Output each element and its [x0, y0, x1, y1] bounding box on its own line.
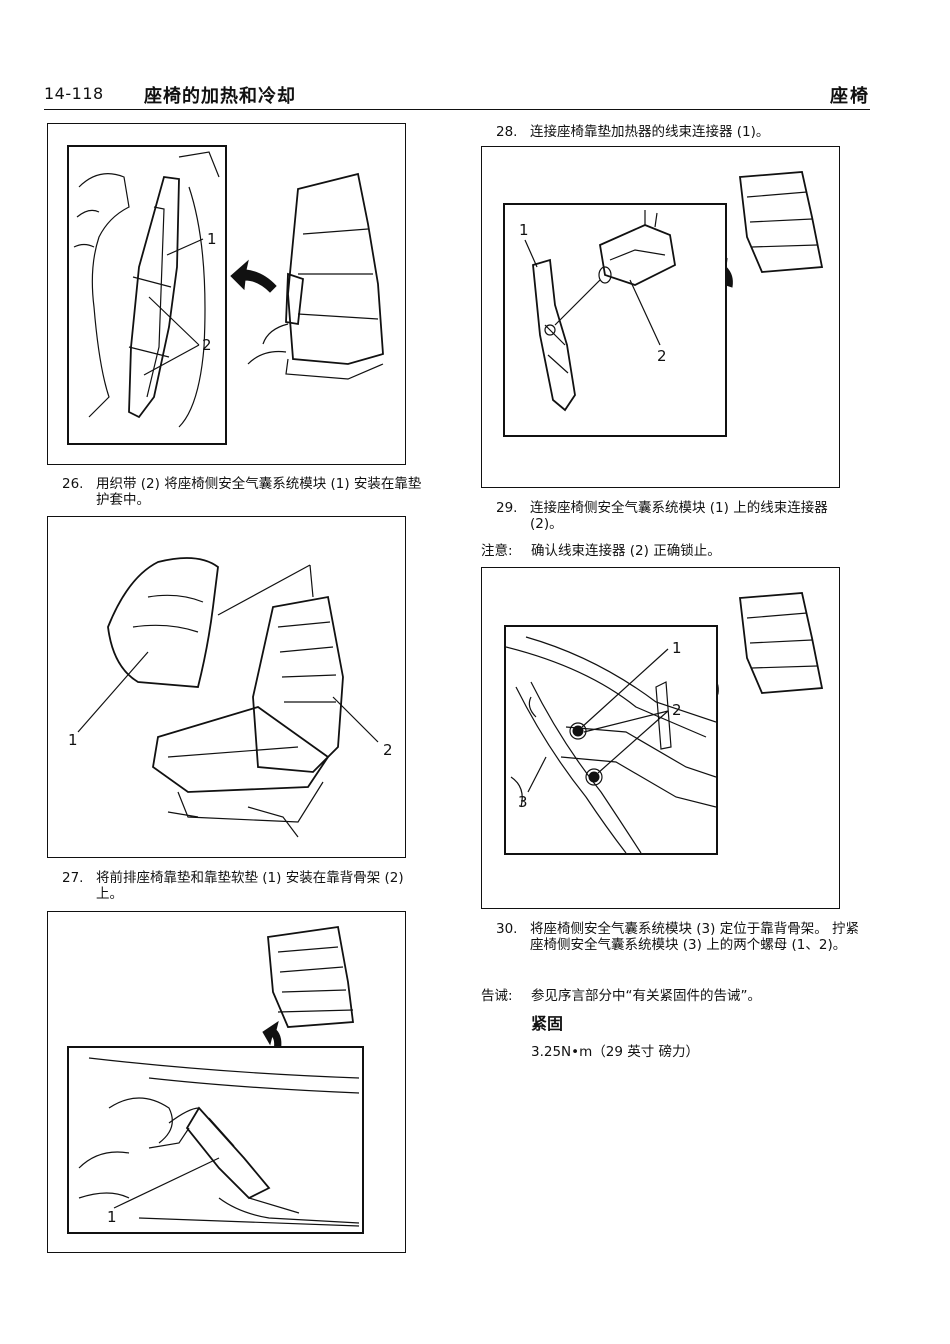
figure-heater-connector-detail: 1 2 [481, 146, 840, 488]
figure-detail-inset: 1 2 3 [504, 625, 718, 855]
callout-1: 1 [672, 639, 682, 657]
step-text: 用织带 (2) 将座椅侧安全气囊系统模块 (1) 安装在靠垫护套中。 [96, 476, 422, 508]
callout-2: 2 [657, 347, 667, 365]
warning-text: 参见序言部分中“有关紧固件的告诫”。 [531, 988, 761, 1004]
callout-2: 2 [672, 701, 682, 719]
step-number: 29. [496, 500, 518, 516]
figure-airbag-module-in-cover: 1 2 [47, 123, 406, 465]
figure-seat-back-assembly: 1 2 [47, 516, 406, 858]
step-text: 连接座椅侧安全气囊系统模块 (1) 上的线束连接器 (2)。 [530, 500, 828, 532]
figure-detail-inset: 1 [67, 1046, 364, 1234]
step-number: 28. [496, 124, 518, 140]
tighten-heading: 紧固 [531, 1014, 564, 1033]
callout-2: 2 [383, 741, 393, 759]
step-text: 将座椅侧安全气囊系统模块 (3) 定位于靠背骨架。 拧紧座椅侧安全气囊系统模块 … [530, 921, 859, 953]
header-rule [44, 109, 870, 110]
figure-detail-inset: 1 2 [67, 145, 227, 445]
callout-2: 2 [202, 336, 212, 354]
warning-label: 告诫: [481, 988, 513, 1004]
callout-1: 1 [107, 1208, 117, 1226]
step-number: 30. [496, 921, 518, 937]
step-text: 将前排座椅靠垫和靠垫软垫 (1) 安装在靠背骨架 (2) 上。 [96, 870, 404, 902]
step-number: 26. [62, 476, 84, 492]
torque-spec: 3.25N•m（29 英寸 磅力） [531, 1044, 700, 1060]
figure-airbag-module-nuts: 1 2 3 [481, 567, 840, 909]
step-text: 连接座椅靠垫加热器的线束连接器 (1)。 [530, 124, 770, 140]
callout-1: 1 [519, 221, 529, 239]
callout-1: 1 [68, 731, 78, 749]
callout-1: 1 [207, 230, 217, 248]
page-header: 14-118 座椅的加热和冷却 座椅 [44, 82, 870, 110]
callout-3: 3 [518, 793, 528, 811]
page-number: 14-118 [44, 84, 104, 103]
page-title: 座椅的加热和冷却 [144, 86, 296, 107]
note-text: 确认线束连接器 (2) 正确锁止。 [531, 543, 721, 559]
figure-detail-inset: 1 2 [503, 203, 727, 437]
figure-heater-harness-connector: 1 [47, 911, 406, 1253]
section-title: 座椅 [830, 86, 870, 107]
step-number: 27. [62, 870, 84, 886]
note-label: 注意: [481, 543, 513, 559]
